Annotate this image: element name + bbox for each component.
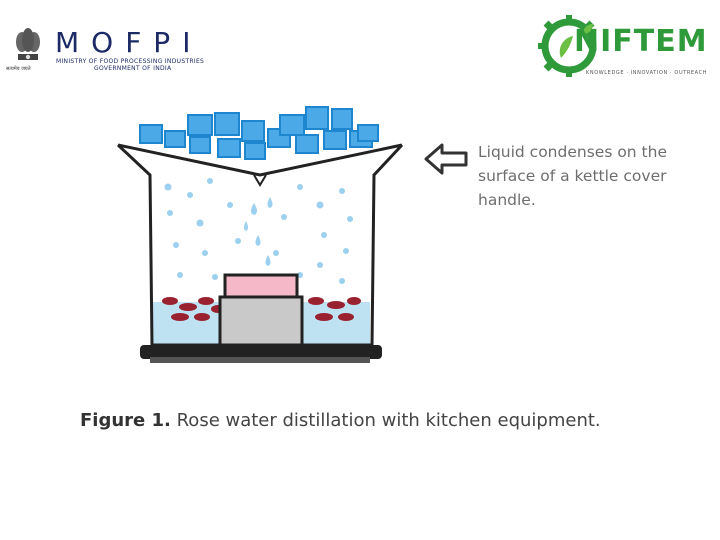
rose-petal-icon xyxy=(179,303,197,311)
droplet-icon xyxy=(173,242,179,248)
arrow-left-icon xyxy=(424,143,468,175)
droplet-icon xyxy=(281,214,287,220)
mofpi-subtitle-line1: MINISTRY OF FOOD PROCESSING INDUSTRIES xyxy=(56,58,205,65)
ice-cube-icon xyxy=(217,138,241,158)
national-emblem-icon xyxy=(16,28,40,60)
ice-cube-icon xyxy=(187,114,213,136)
rose-petal-icon xyxy=(315,313,333,321)
rose-petal-icon xyxy=(308,297,324,305)
niftem-tagline: KNOWLEDGE · INNOVATION · OUTREACH xyxy=(586,70,708,76)
ice-cube-icon xyxy=(139,124,163,144)
figure-caption: Figure 1. Rose water distillation with k… xyxy=(80,410,601,431)
ice-cube-icon xyxy=(164,130,186,148)
inverted-lid xyxy=(117,143,403,177)
rose-petals xyxy=(162,297,361,321)
droplet-icon xyxy=(177,272,183,278)
droplet-icon xyxy=(347,216,353,222)
figure-label: Figure 1. xyxy=(80,410,171,431)
ice-cubes xyxy=(139,106,379,160)
droplet-icon xyxy=(265,255,271,266)
droplet-icon xyxy=(202,250,208,256)
droplet-icon xyxy=(255,235,261,246)
mofpi-subtitle-line2: GOVERNMENT OF INDIA xyxy=(94,65,172,72)
droplet-icon xyxy=(297,184,303,190)
ice-cube-icon xyxy=(331,108,353,130)
droplet-icon xyxy=(196,219,204,227)
ice-cube-icon xyxy=(189,136,211,154)
droplet-icon xyxy=(207,178,213,184)
pot-base-shadow xyxy=(150,357,370,363)
droplet-icon xyxy=(316,201,324,209)
droplet-icon xyxy=(164,183,172,191)
droplet-icon xyxy=(343,248,349,254)
droplet-icon xyxy=(339,188,345,194)
distillation-diagram xyxy=(116,106,468,363)
rose-petal-icon xyxy=(171,313,189,321)
ice-cube-icon xyxy=(214,112,240,136)
mofpi-wordmark: MOFPI xyxy=(55,26,203,59)
droplet-icon xyxy=(317,262,323,268)
droplet-icon xyxy=(339,278,345,284)
rose-water-fill xyxy=(228,281,294,295)
ice-cube-icon xyxy=(279,114,305,136)
stand-block xyxy=(218,295,304,347)
ice-cube-icon xyxy=(305,106,329,130)
lid-knob xyxy=(253,174,267,187)
rose-petal-icon xyxy=(347,297,361,305)
condensation-annotation: Liquid condenses on the surface of a ket… xyxy=(478,143,667,209)
rose-petal-icon xyxy=(327,301,345,309)
droplet-icon xyxy=(187,192,193,198)
niftem-wordmark: NIFTEM xyxy=(574,24,708,59)
niftem-gear-icon xyxy=(538,15,597,77)
ice-cube-icon xyxy=(323,130,347,150)
ice-cube-icon xyxy=(241,120,265,142)
droplet-icon xyxy=(244,221,248,231)
droplet-icon xyxy=(273,250,279,256)
stove-base xyxy=(140,345,382,359)
rose-petal-icon xyxy=(162,297,178,305)
droplet-icon xyxy=(212,274,218,280)
rose-petal-icon xyxy=(338,313,354,321)
rose-petal-icon xyxy=(198,297,214,305)
figure-caption-text: Rose water distillation with kitchen equ… xyxy=(170,410,601,431)
droplets xyxy=(164,178,353,284)
droplet-icon xyxy=(267,197,273,208)
emblem-caption: सत्यमेव जयते xyxy=(6,66,31,72)
droplet-icon xyxy=(167,210,173,216)
droplet-icon xyxy=(227,202,233,208)
droplet-icon xyxy=(251,203,257,215)
ice-cube-icon xyxy=(295,134,319,154)
droplet-icon xyxy=(235,238,241,244)
droplet-icon xyxy=(321,232,327,238)
rose-petal-icon xyxy=(194,313,210,321)
ice-cube-icon xyxy=(244,142,266,160)
ice-cube-icon xyxy=(357,124,379,142)
